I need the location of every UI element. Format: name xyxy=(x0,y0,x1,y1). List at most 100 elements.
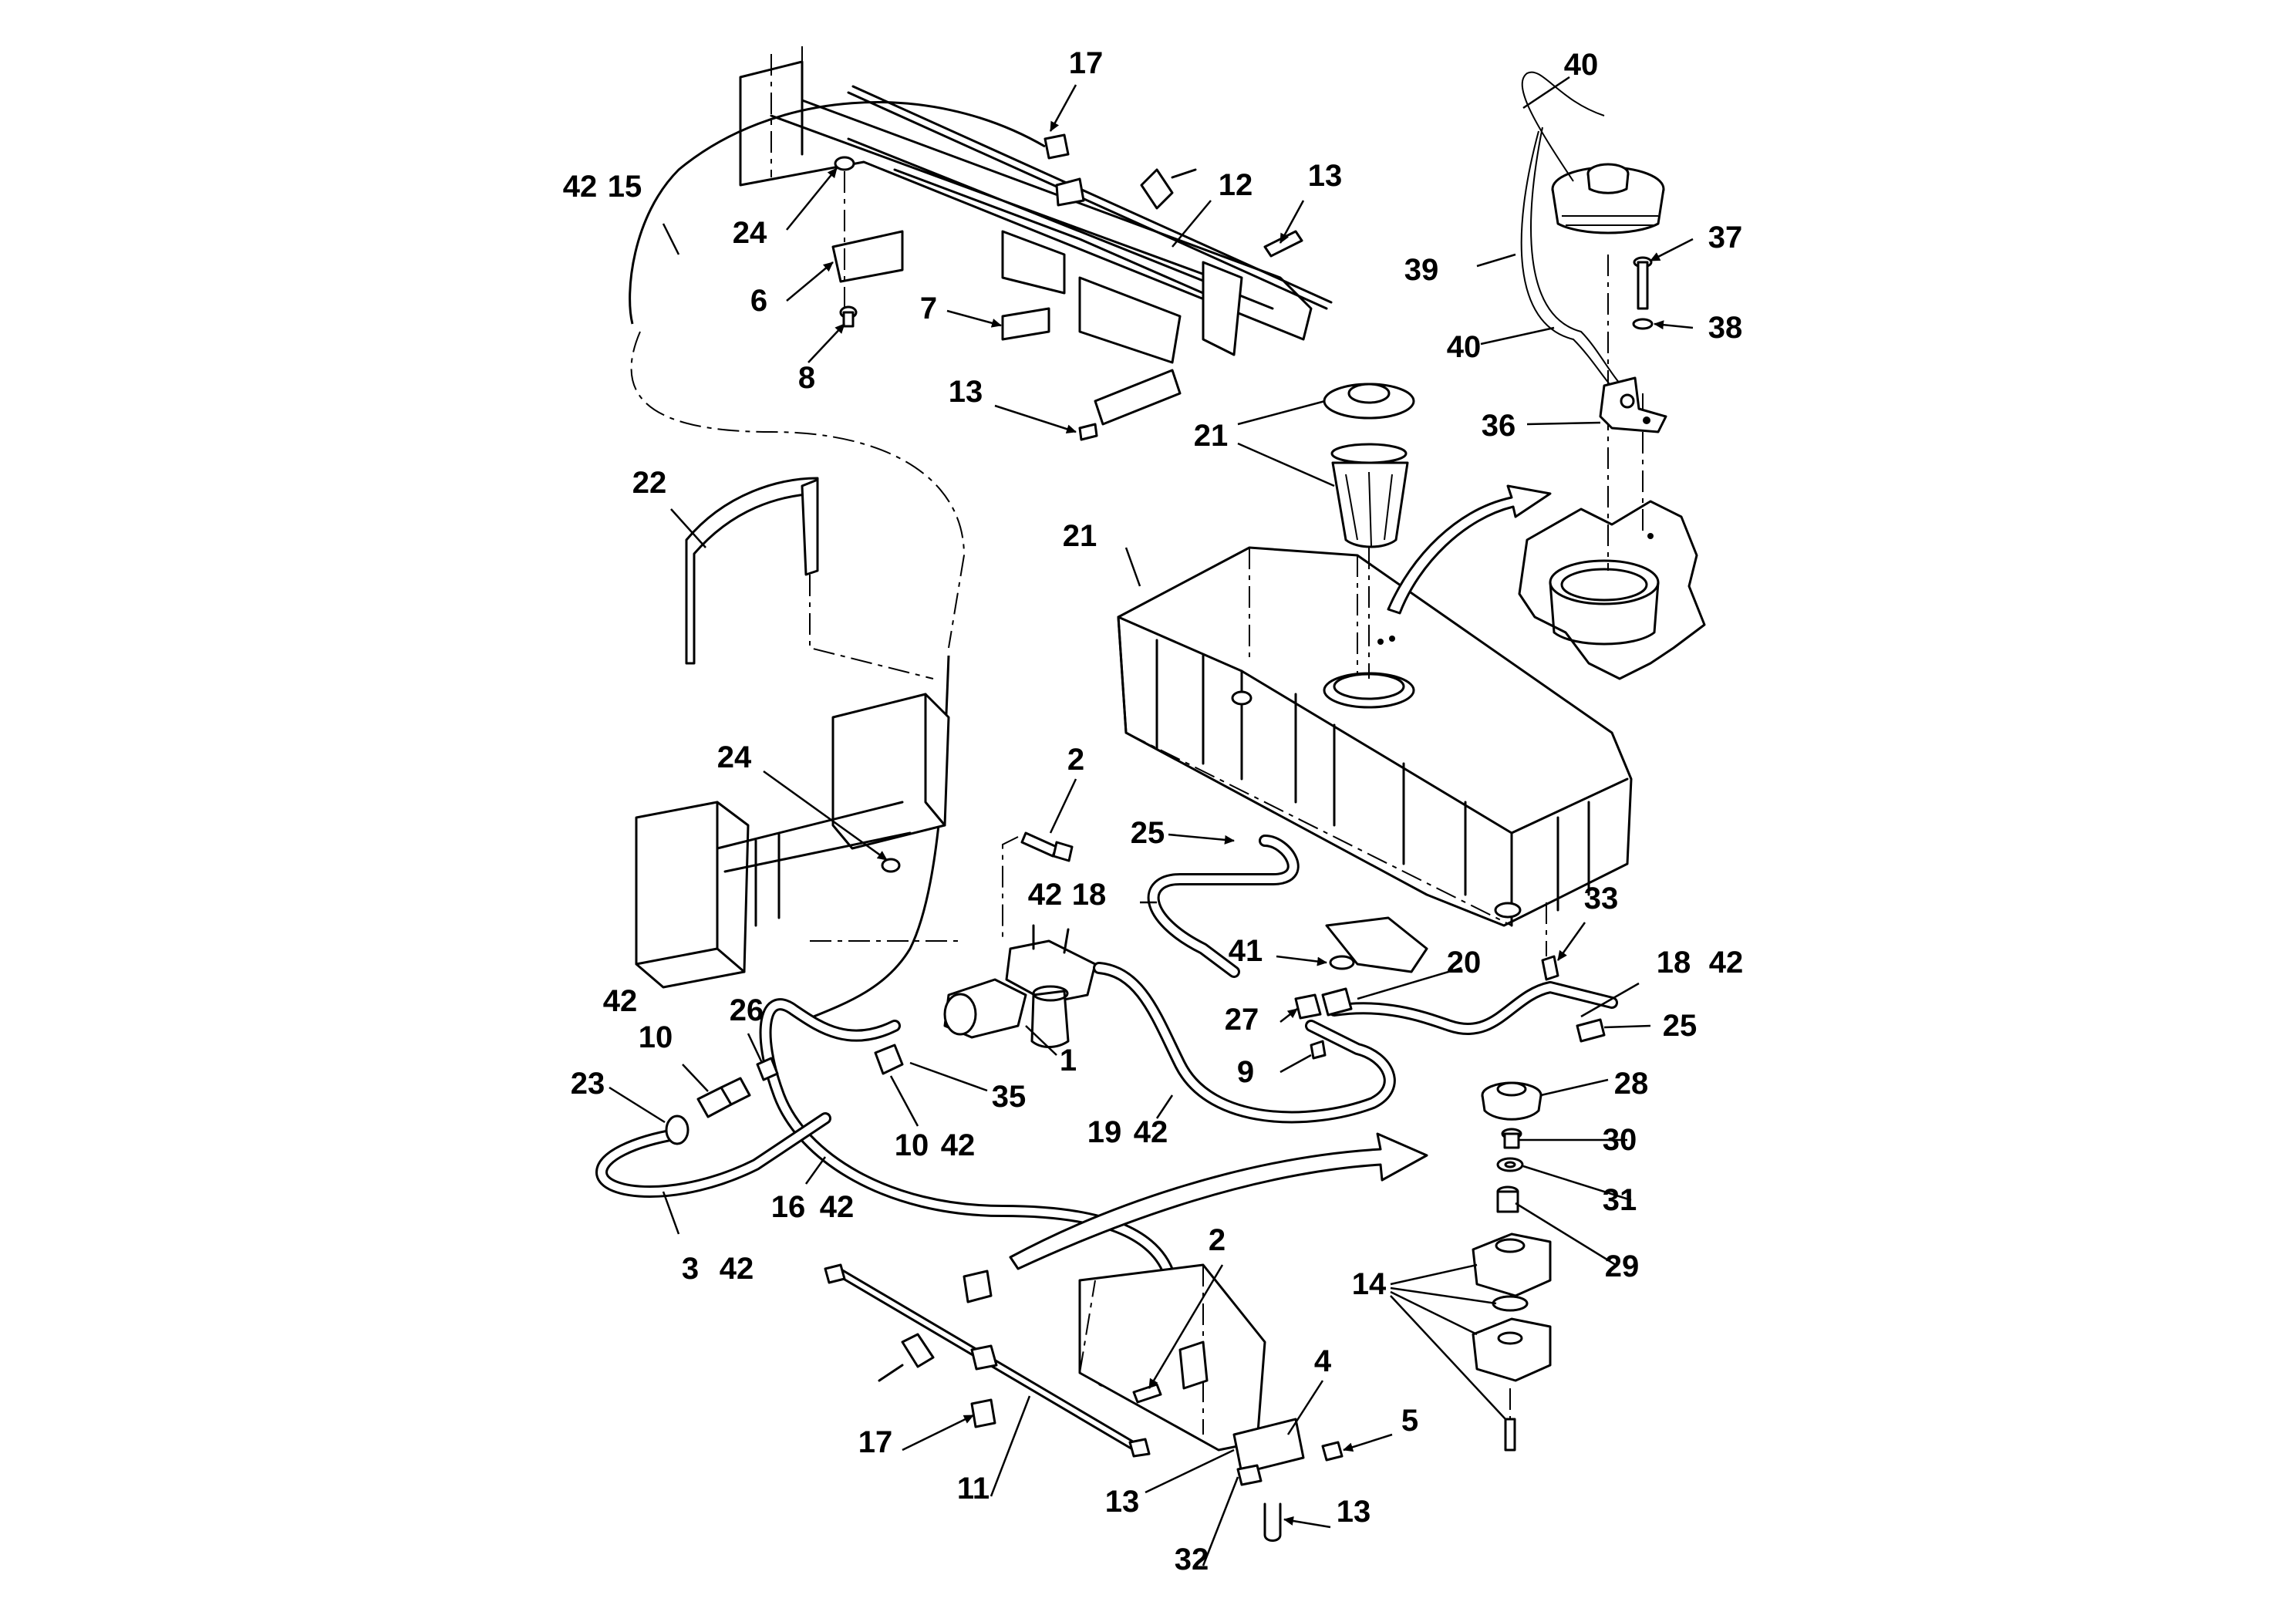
cable-15 xyxy=(629,101,1046,325)
spring-30 xyxy=(1501,1128,1522,1149)
hose-19 xyxy=(1093,962,1396,1124)
label-42-top-left: 42 xyxy=(563,170,598,204)
u-clamp-13 xyxy=(1263,1502,1282,1542)
fuel-line-11 xyxy=(824,1263,1151,1458)
nut-5 xyxy=(1321,1441,1344,1462)
fastener-24-top xyxy=(834,156,855,309)
bolt-2-top xyxy=(1020,831,1074,862)
label-42-right: 42 xyxy=(1709,946,1744,980)
label-42-mid: 42 xyxy=(1028,878,1063,912)
bracket-36 xyxy=(1599,376,1667,433)
label-9: 9 xyxy=(1237,1055,1254,1089)
connector-26 xyxy=(756,1057,779,1081)
fastener-8 xyxy=(839,305,858,328)
rear-frame-assembly xyxy=(739,46,1333,364)
label-40-top: 40 xyxy=(1564,48,1599,82)
washer-31 xyxy=(1496,1157,1524,1172)
fuel-pump-1 xyxy=(943,924,1097,1048)
fitting-25-right xyxy=(1576,1018,1606,1043)
label-22: 22 xyxy=(632,466,667,500)
label-28: 28 xyxy=(1614,1067,1649,1101)
clamp-14 xyxy=(1472,1233,1552,1452)
label-39: 39 xyxy=(1404,253,1439,287)
bracket-lower-13 xyxy=(1094,369,1182,426)
label-21-tank: 21 xyxy=(1063,519,1097,553)
fitting-13-mid xyxy=(1078,423,1098,441)
label-38: 38 xyxy=(1708,311,1743,345)
label-36: 36 xyxy=(1482,409,1516,443)
trim-22 xyxy=(685,477,934,679)
return-arrow xyxy=(1009,1132,1428,1270)
fuel-cap-40 xyxy=(1551,163,1665,234)
label-7: 7 xyxy=(920,292,937,325)
screw-37 xyxy=(1633,256,1653,310)
leader-2-top-line xyxy=(1002,836,1019,941)
label-6: 6 xyxy=(750,284,767,318)
label-11: 11 xyxy=(957,1472,990,1506)
label-40-mid: 40 xyxy=(1447,330,1482,364)
bracket-7 xyxy=(1001,307,1050,341)
label-13-bottom: 13 xyxy=(1337,1495,1371,1529)
label-42-10: 42 xyxy=(941,1128,976,1162)
hose-3 xyxy=(595,1112,831,1198)
fitting-27-41-20 xyxy=(1294,916,1428,1060)
label-2-lower: 2 xyxy=(1209,1223,1226,1257)
label-33: 33 xyxy=(1584,882,1619,916)
body-29 xyxy=(1496,1185,1519,1213)
filler-neck-detail xyxy=(1518,255,1706,680)
valve-28 xyxy=(1481,1081,1542,1121)
label-15: 15 xyxy=(608,170,642,204)
label-3: 3 xyxy=(682,1252,699,1286)
label-25-right: 25 xyxy=(1663,1009,1698,1043)
label-30: 30 xyxy=(1603,1123,1637,1157)
label-24-mid: 24 xyxy=(717,740,752,774)
connector-17-top xyxy=(1043,133,1197,210)
hose-18-upper xyxy=(1147,835,1300,978)
label-5: 5 xyxy=(1401,1404,1418,1438)
label-13-top: 13 xyxy=(1308,159,1343,193)
label-31: 31 xyxy=(1603,1183,1637,1217)
label-1: 1 xyxy=(1060,1044,1077,1077)
hose-18-lower xyxy=(1328,981,1618,1036)
left-frame-block xyxy=(635,693,964,989)
label-27: 27 xyxy=(1225,1003,1259,1037)
label-18-right: 18 xyxy=(1657,946,1691,980)
label-42-19: 42 xyxy=(1134,1115,1168,1149)
bracket-6 xyxy=(831,230,904,283)
label-21-sender: 21 xyxy=(1194,419,1229,453)
label-26: 26 xyxy=(730,993,764,1027)
label-20: 20 xyxy=(1447,946,1482,980)
label-16: 16 xyxy=(771,1190,806,1224)
label-42-3: 42 xyxy=(720,1252,754,1286)
label-18-top: 18 xyxy=(1072,878,1107,912)
label-19: 19 xyxy=(1087,1115,1122,1149)
fuel-filter-10 xyxy=(696,1044,904,1118)
washer-38 xyxy=(1632,318,1654,330)
sender-unit-21 xyxy=(1323,383,1415,679)
label-12: 12 xyxy=(1219,168,1253,202)
detail-arrow-tank xyxy=(1387,484,1552,615)
fitting-17-lower xyxy=(970,1398,996,1428)
label-32: 32 xyxy=(1175,1543,1209,1576)
fitting-13-top xyxy=(1263,230,1303,258)
leader-lines xyxy=(609,76,1694,1566)
inline-filter-23 xyxy=(665,1114,689,1145)
label-17-top: 17 xyxy=(1069,46,1104,80)
label-42-left: 42 xyxy=(603,984,638,1018)
label-2-top: 2 xyxy=(1067,743,1084,777)
label-4: 4 xyxy=(1314,1344,1332,1378)
callout-labels: 17 42 15 24 12 13 6 7 8 13 22 40 39 37 3… xyxy=(563,46,1744,1576)
label-14: 14 xyxy=(1352,1267,1387,1301)
label-10-left: 10 xyxy=(639,1020,673,1054)
label-37: 37 xyxy=(1708,221,1743,255)
fuel-tank-21 xyxy=(1117,546,1633,927)
label-42-16: 42 xyxy=(820,1190,855,1224)
label-29: 29 xyxy=(1605,1249,1640,1283)
label-8: 8 xyxy=(798,361,815,395)
label-25-left: 25 xyxy=(1131,816,1165,850)
label-35: 35 xyxy=(992,1080,1027,1114)
label-13-lower: 13 xyxy=(1105,1485,1140,1519)
label-13-mid: 13 xyxy=(949,375,983,409)
retainer-chain-39 xyxy=(1520,71,1632,402)
